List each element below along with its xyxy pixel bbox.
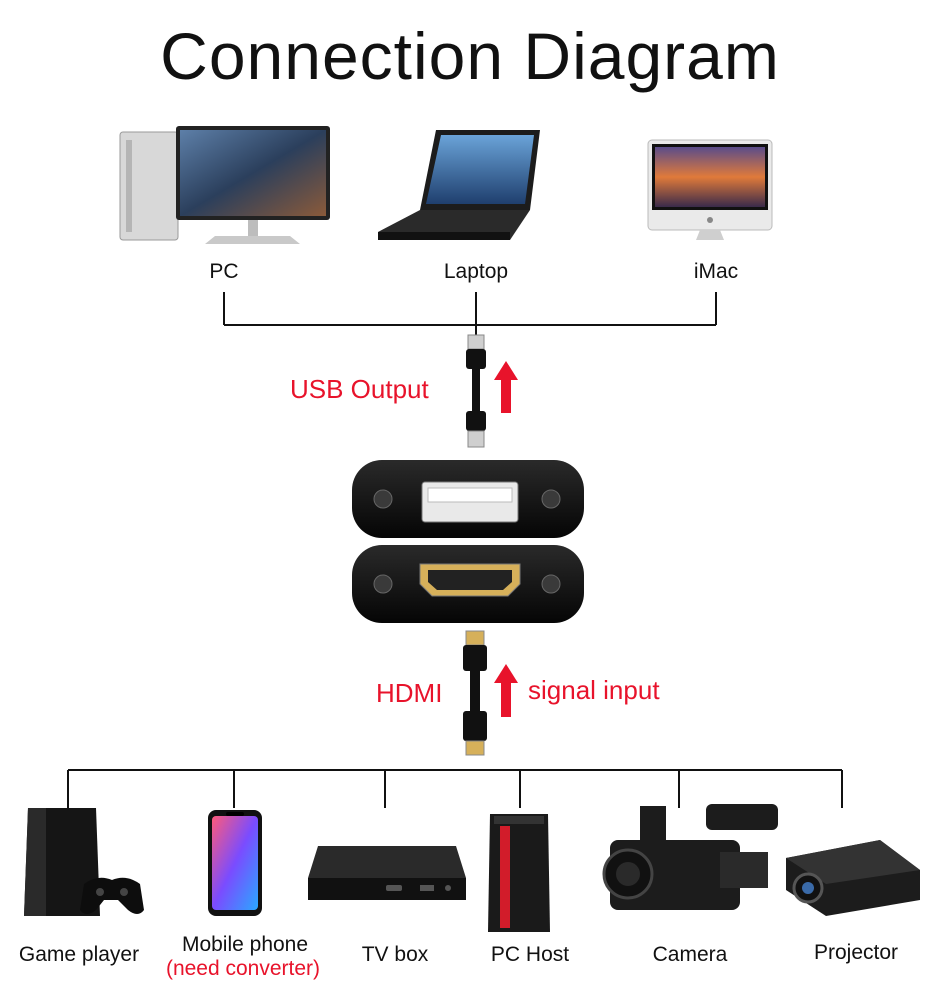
projector-icon [786,840,920,916]
label-imac: iMac [693,260,739,283]
label-camera: Camera [652,943,728,966]
hdmi-cable-icon [463,630,487,756]
label-mobile-phone: Mobile phone [181,933,309,956]
label-game-player: Game player [18,943,140,966]
pc-tower-icon [488,814,550,932]
signal-input-label: signal input [528,675,660,705]
capture-device-icon [352,460,584,623]
mobile-phone-icon [208,810,262,916]
usb-cable-icon [466,334,486,448]
label-need-converter: (need converter) [165,957,321,980]
label-laptop: Laptop [443,260,509,283]
usb-up-arrow-icon [494,361,518,413]
top-connector-lines [223,292,717,335]
pc-icon [119,126,330,244]
camera-icon [602,804,778,910]
usb-output-label: USB Output [290,374,429,404]
hdmi-up-arrow-icon [494,664,518,717]
diagram-title: Connection Diagram [160,19,780,93]
bottom-connector-lines [67,769,843,808]
game-console-icon [24,808,144,916]
label-pc: PC [209,260,239,283]
laptop-icon [378,130,540,240]
label-tv-box: TV box [361,943,429,966]
tv-box-icon [308,846,466,900]
label-projector: Projector [813,941,899,964]
hdmi-label: HDMI [376,678,443,708]
label-pc-host: PC Host [490,943,570,966]
imac-icon [647,139,773,240]
